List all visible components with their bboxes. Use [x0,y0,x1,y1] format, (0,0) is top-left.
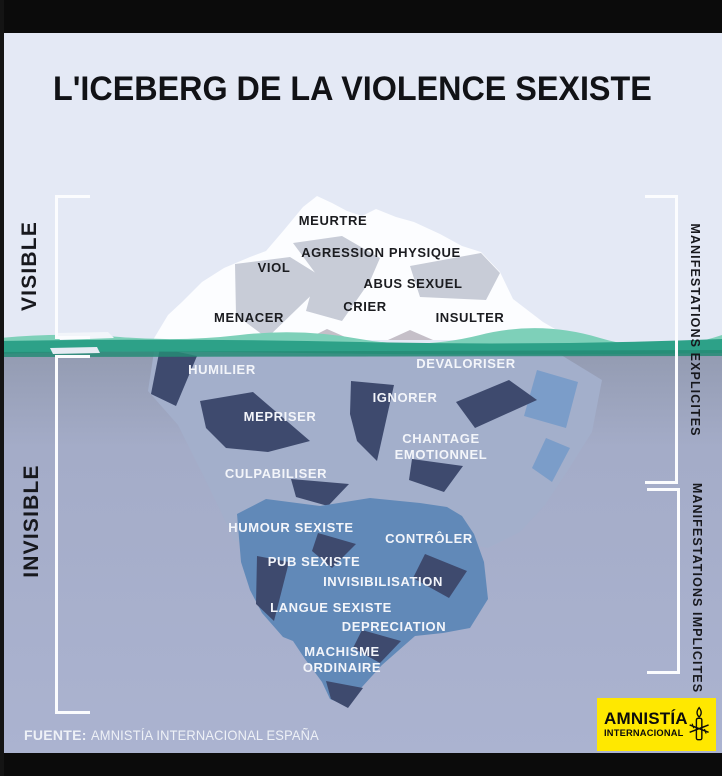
term-pub-sexiste: PUB SEXISTE [267,553,361,569]
term-culpabiliser: CULPABILISER [224,465,328,481]
term-humilier: HUMILIER [188,361,256,377]
term-humour-sexiste: HUMOUR SEXISTE [228,519,354,535]
waterline [0,328,722,357]
invisible-bracket [55,355,90,714]
term-devaloriser: DEVALORISER [416,355,516,371]
source-text: AMNISTÍA INTERNACIONAL ESPAÑA [90,727,319,743]
implicit-label: MANIFESTATIONS IMPLICITES [690,482,704,694]
term-viol: VIOL [257,259,291,275]
term-meurtre: MEURTRE [298,212,368,228]
term-mepriser: MEPRISER [243,408,317,424]
term-controler: CONTRÔLER [385,530,473,546]
implicit-bracket [647,488,680,674]
source-line: FUENTE: AMNISTÍA INTERNACIONAL ESPAÑA [24,727,338,743]
visible-bracket [55,195,90,339]
explicit-label: MANIFESTATIONS EXPLICITES [688,223,702,437]
amnesty-logo-line2: INTERNACIONAL [604,728,684,739]
top-black-bar [0,0,722,33]
iceberg-above-water-shape [153,196,574,340]
term-abus-sexuel: ABUS SEXUEL [363,275,463,291]
term-invisibilisation: INVISIBILISATION [323,573,443,589]
left-edge-strip [0,0,4,776]
candle-barbed-wire-icon [689,706,709,741]
explicit-bracket [645,195,678,484]
term-machisme-ordinaire: MACHISME ORDINAIRE [302,643,382,675]
term-agression-physique: AGRESSION PHYSIQUE [301,244,461,260]
term-ignorer: IGNORER [372,389,438,405]
term-crier: CRIER [343,298,387,314]
term-langue-sexiste: LANGUE SEXISTE [270,599,392,615]
iceberg-below-water-shape [148,345,602,708]
invisible-label: INVISIBLE [20,464,43,578]
amnesty-logo-text: AMNISTÍA INTERNACIONAL [604,710,688,738]
bottom-black-bar [0,753,722,776]
page-title: L'ICEBERG DE LA VIOLENCE SEXISTE [53,70,652,108]
term-depreciation: DEPRECIATION [341,618,447,634]
amnesty-logo-line1: AMNISTÍA [604,709,688,729]
amnesty-logo: AMNISTÍA INTERNACIONAL [597,698,716,751]
source-label: FUENTE: [24,727,87,743]
term-menacer: MENACER [214,309,284,325]
visible-label: VISIBLE [18,220,41,312]
term-insulter: INSULTER [435,309,505,325]
term-chantage-emotionnel: CHANTAGE EMOTIONNEL [394,430,488,462]
